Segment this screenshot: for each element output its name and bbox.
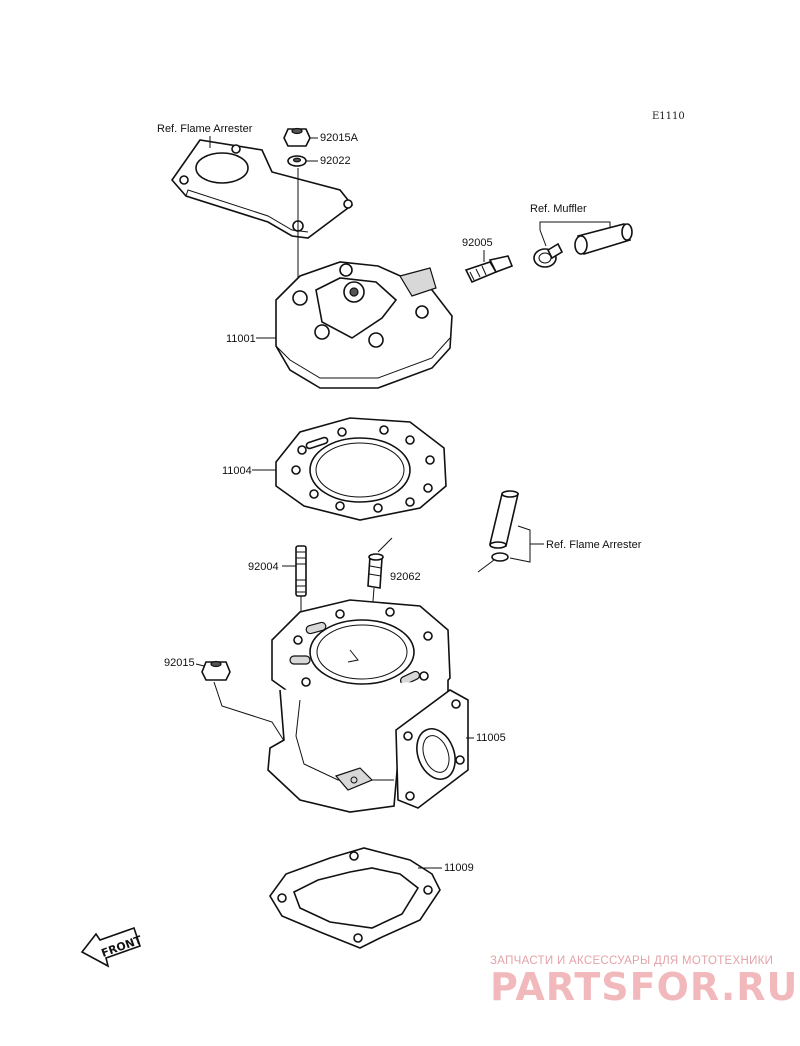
part-number-11005: 11005 [476, 732, 506, 744]
base-gasket-11009 [269, 847, 441, 949]
ref-flame-arrester-top-label: Ref. Flame Arrester [157, 123, 253, 135]
ref-flame-arrester-right-label: Ref. Flame Arrester [546, 539, 642, 551]
front-arrow-icon: FRONT [80, 926, 144, 968]
assembly-line [213, 681, 287, 745]
washer-92022 [287, 155, 307, 167]
flame-arrester-tube [489, 490, 520, 549]
part-number-92022: 92022 [320, 155, 351, 167]
watermark-tagline: ЗАПЧАСТИ И АКСЕССУАРЫ ДЛЯ МОТОТЕХНИКИ [490, 955, 773, 967]
muffler-hose [574, 223, 633, 255]
fitting-92005 [464, 255, 514, 284]
fitting-92062 [367, 537, 393, 589]
part-number-92005: 92005 [462, 237, 493, 249]
part-number-92004: 92004 [248, 561, 279, 573]
diagram-code: E1110 [652, 111, 685, 122]
leader-bracket [509, 525, 544, 563]
head-gasket-11004 [275, 417, 447, 521]
nut-92015 [201, 660, 231, 681]
hose-clamp [533, 242, 564, 268]
part-number-11009: 11009 [444, 862, 474, 874]
part-number-92015: 92015 [164, 657, 195, 669]
part-number-92062: 92062 [390, 571, 421, 583]
flame-arrester-bracket [170, 139, 354, 239]
ref-muffler-label: Ref. Muffler [530, 203, 587, 215]
watermark-logo: PARTSFOR.RU [490, 965, 798, 1009]
part-number-92015a: 92015A [320, 132, 359, 144]
nut-92015a [283, 127, 311, 147]
flame-arrester-screw [477, 552, 509, 573]
leader-line [195, 663, 205, 667]
cylinder-head-11001 [275, 261, 453, 389]
part-number-11001: 11001 [226, 333, 256, 345]
part-number-11004: 11004 [222, 465, 252, 477]
cylinder-11005 [267, 599, 469, 813]
leader-bracket [539, 221, 611, 230]
stud-92004 [295, 545, 307, 597]
